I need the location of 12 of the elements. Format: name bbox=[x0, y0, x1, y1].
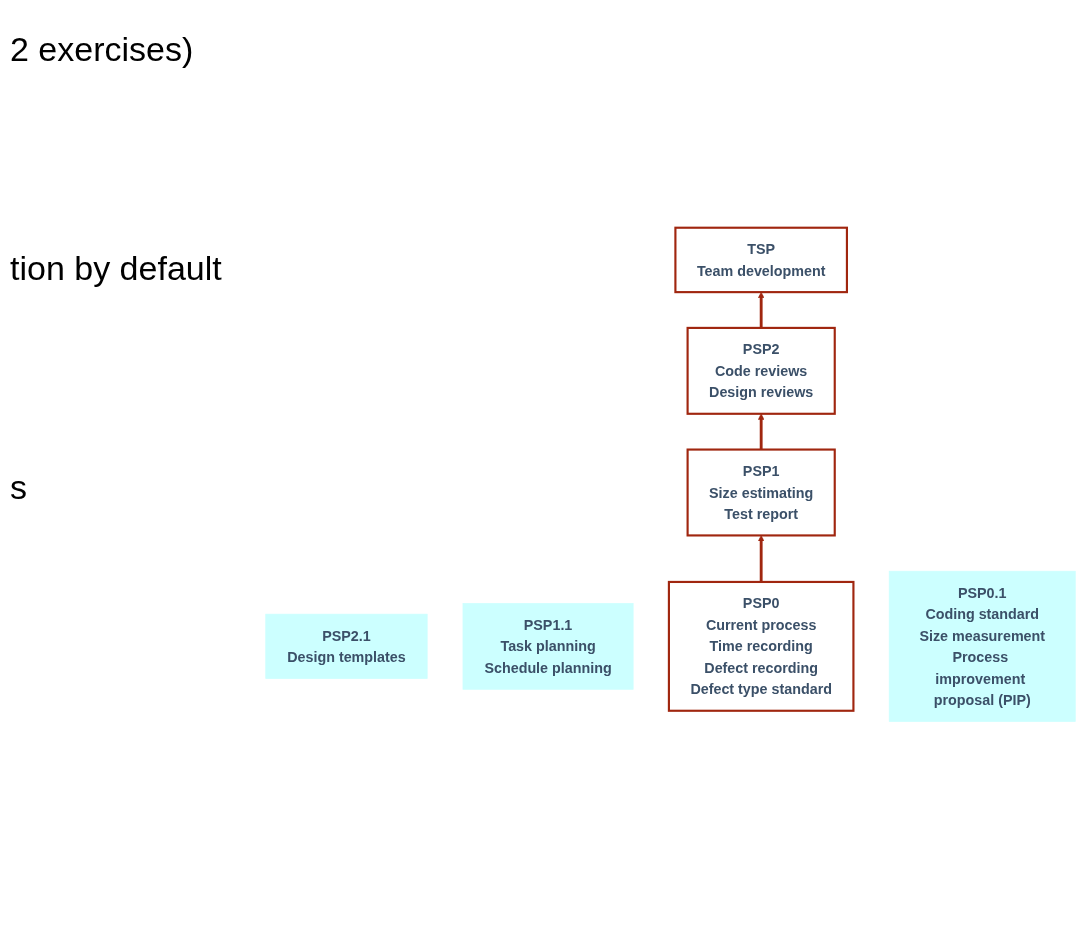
note-text: s bbox=[10, 468, 28, 507]
arrow bbox=[758, 535, 765, 583]
node-box: PSP0 Current process Time recording Defect recording Defect type standard bbox=[667, 581, 855, 713]
node-box: PSP1 Size estimating Test report bbox=[686, 448, 836, 537]
arrow bbox=[758, 292, 765, 329]
node-box: PSP2.1 Design templates bbox=[265, 614, 428, 680]
note-text: 2 exercises) bbox=[10, 30, 195, 69]
node-box: PSP1.1 Task planning Schedule planning bbox=[462, 603, 634, 691]
note-text: tion by default bbox=[10, 249, 223, 288]
node-box: TSP Team development bbox=[674, 227, 848, 294]
node-box: PSP2 Code reviews Design reviews bbox=[686, 327, 836, 416]
node-box: PSP0.1 Coding standard Size measurement Process improvement proposal (PIP) bbox=[888, 571, 1076, 723]
